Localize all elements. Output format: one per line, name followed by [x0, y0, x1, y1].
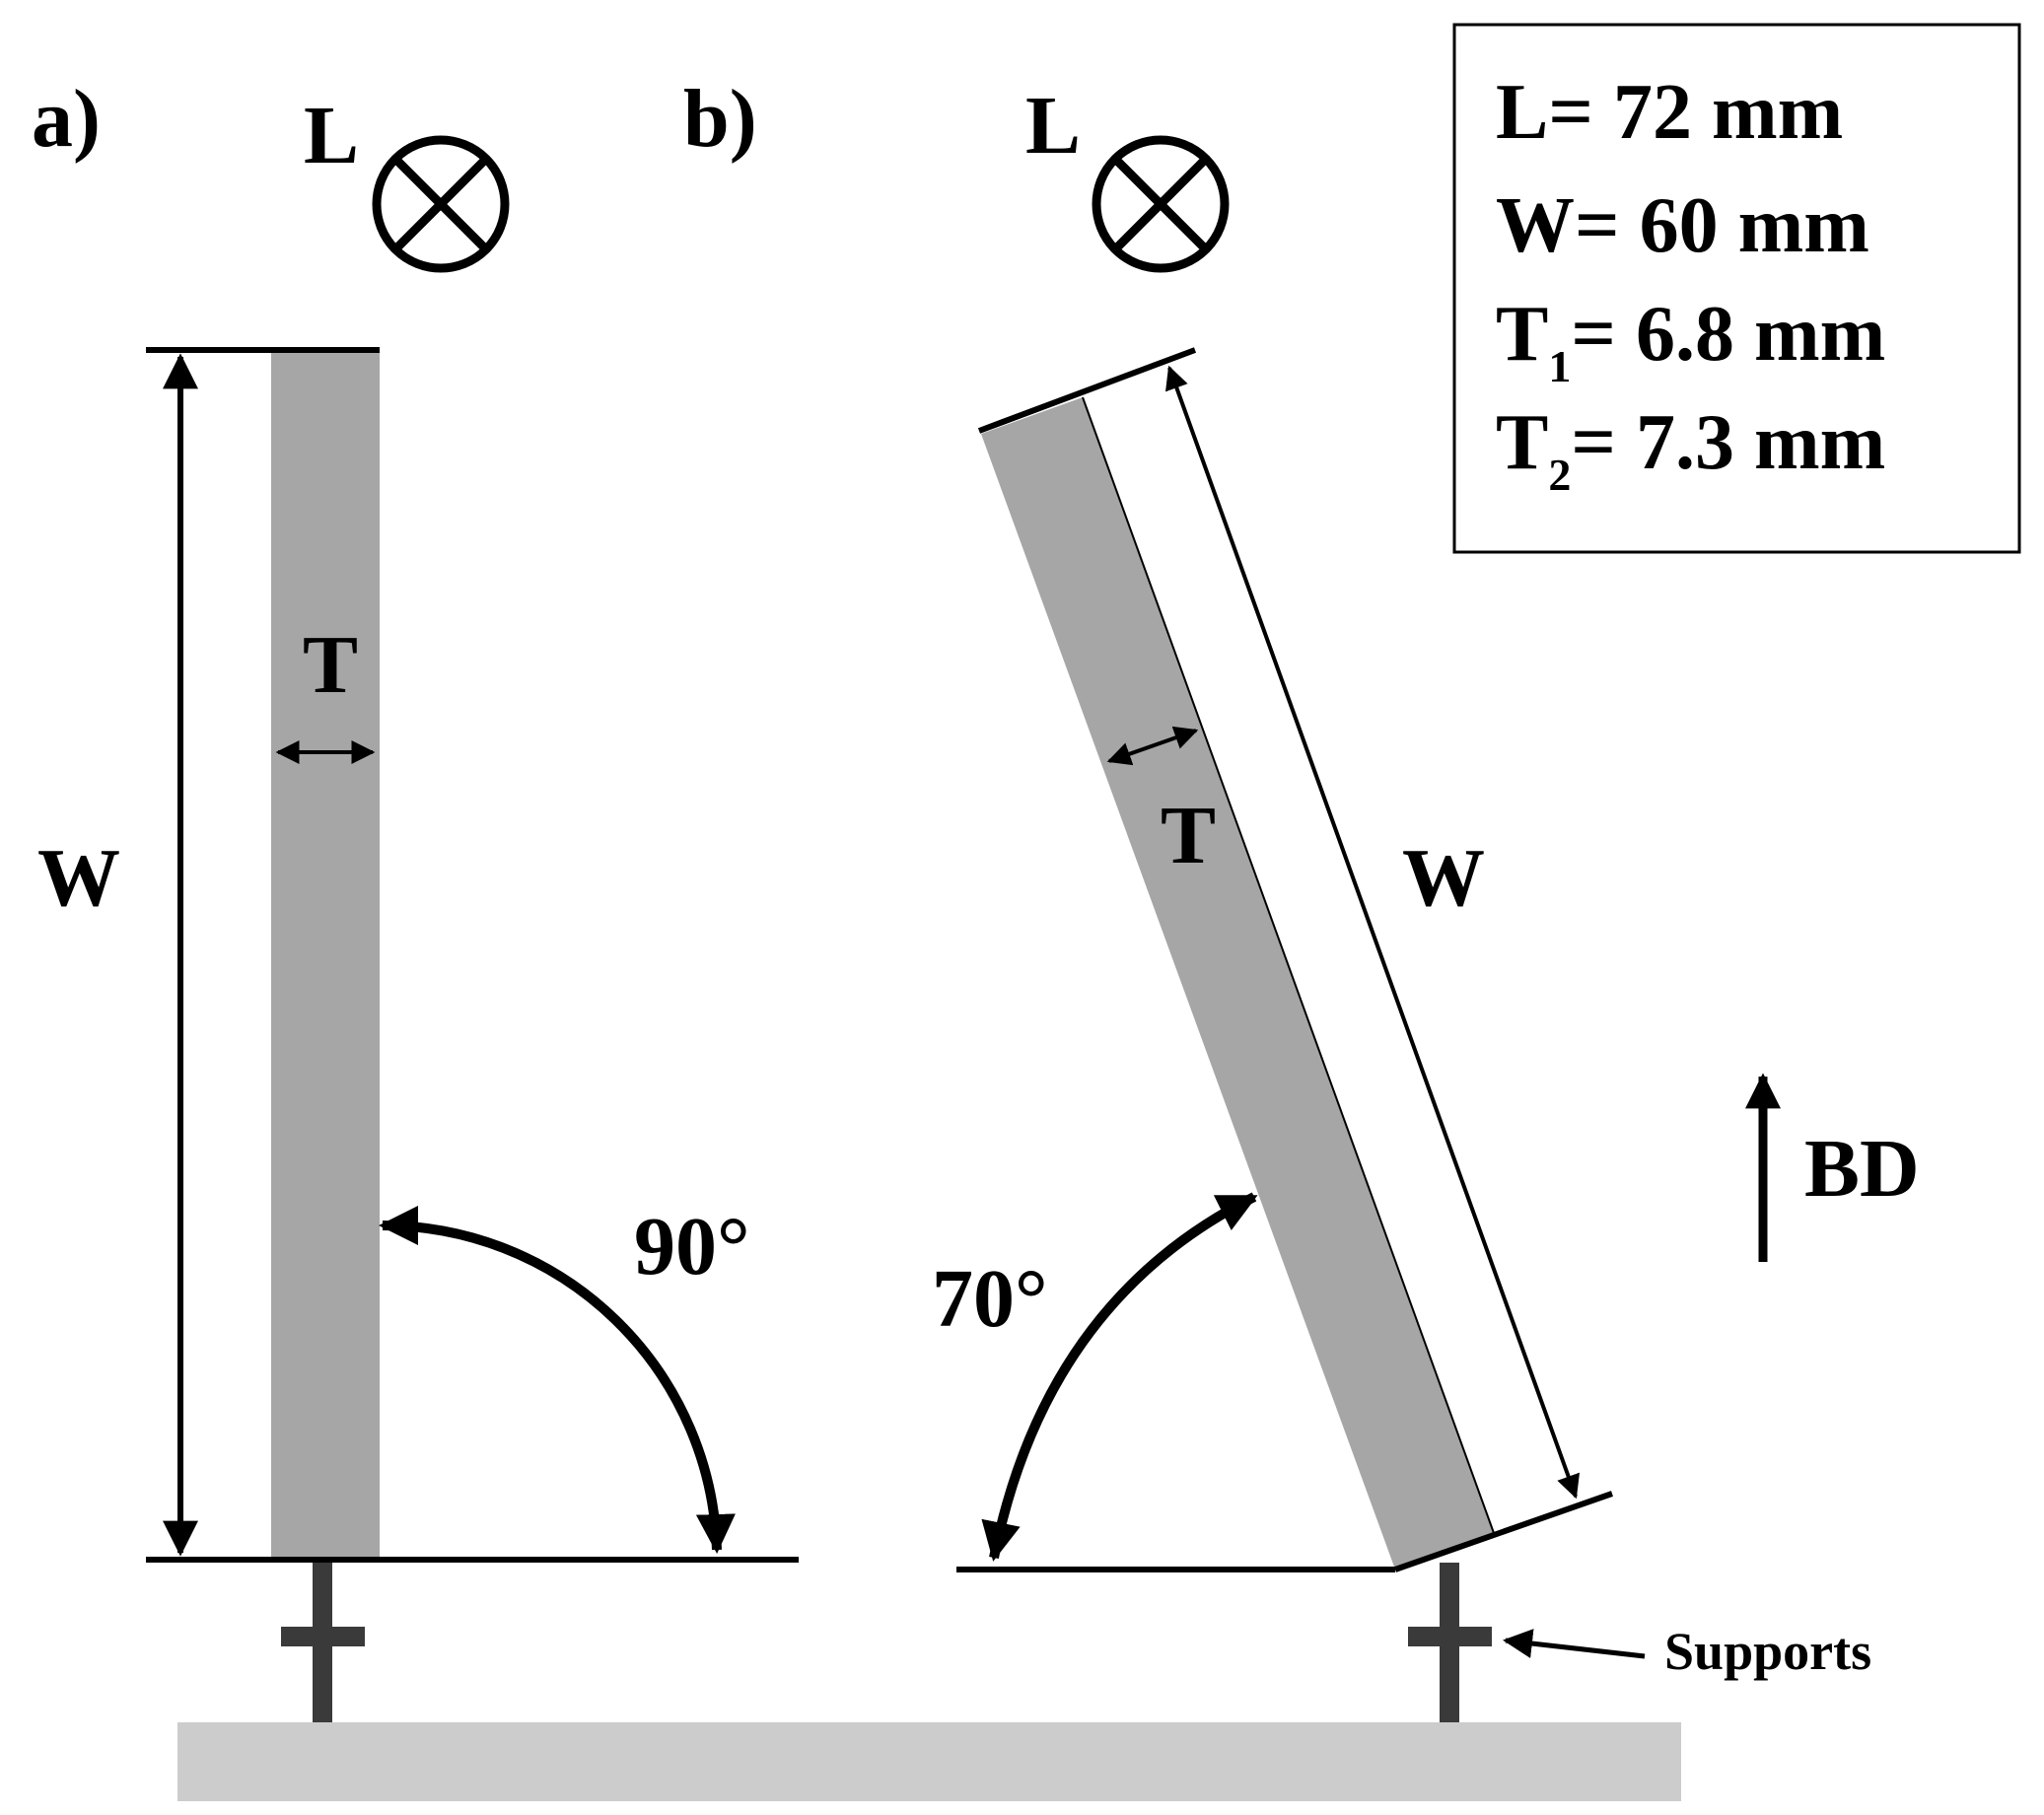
- panel-b-width-dimension: [1165, 365, 1580, 1500]
- legend-frame: [1452, 23, 2021, 554]
- panel-b-width-label: W: [1402, 832, 1485, 924]
- legend-line-width: W= 60 mm: [1496, 182, 1869, 269]
- dimensions-legend: L= 72 mm W= 60 mm T1= 6.8 mm T2= 7.3 mm: [1452, 23, 2021, 554]
- panel-a-support: [281, 1563, 365, 1722]
- panel-b-angle-arc: [981, 1192, 1258, 1562]
- panel-b-top-line: [977, 347, 1197, 434]
- panel-b-support: [1408, 1563, 1492, 1722]
- panel-a-width-label: W: [37, 832, 120, 924]
- build-direction-label: BD: [1804, 1123, 1920, 1215]
- panel-b-specimen-edge: [1082, 396, 1495, 1534]
- panel-a-angle-arc: [379, 1206, 736, 1554]
- panel-a: a) L W T 90°: [32, 73, 799, 1722]
- panel-b-thickness-dimension: [1106, 726, 1199, 766]
- panel-a-load-label: L: [304, 90, 359, 181]
- panel-a-into-page-icon: [372, 135, 510, 273]
- panel-b-specimen: [981, 397, 1494, 1570]
- panel-a-label: a): [32, 73, 101, 165]
- panel-a-angle-label: 90°: [634, 1201, 750, 1292]
- panel-b: b) L W T 70° Supports: [683, 73, 1871, 1722]
- panel-b-into-page-icon: [1092, 135, 1230, 273]
- supports-label: Supports: [1664, 1622, 1871, 1681]
- panel-a-thickness-label: T: [303, 619, 358, 711]
- build-direction-indicator: BD: [1745, 1073, 1920, 1262]
- panel-a-specimen: [271, 350, 380, 1558]
- legend-line-thickness-2: T2= 7.3 mm: [1496, 399, 1885, 500]
- panel-b-bottom-end-line: [1394, 1491, 1613, 1572]
- legend-line-thickness-1: T1= 6.8 mm: [1496, 291, 1885, 391]
- build-plate: [177, 1722, 1681, 1801]
- supports-arrow: [1503, 1629, 1646, 1659]
- panel-b-thickness-label: T: [1161, 790, 1216, 881]
- panel-b-angle-label: 70°: [932, 1253, 1048, 1345]
- panel-b-load-label: L: [1025, 80, 1081, 172]
- panel-b-label: b): [683, 73, 757, 165]
- legend-line-length: L= 72 mm: [1496, 69, 1843, 156]
